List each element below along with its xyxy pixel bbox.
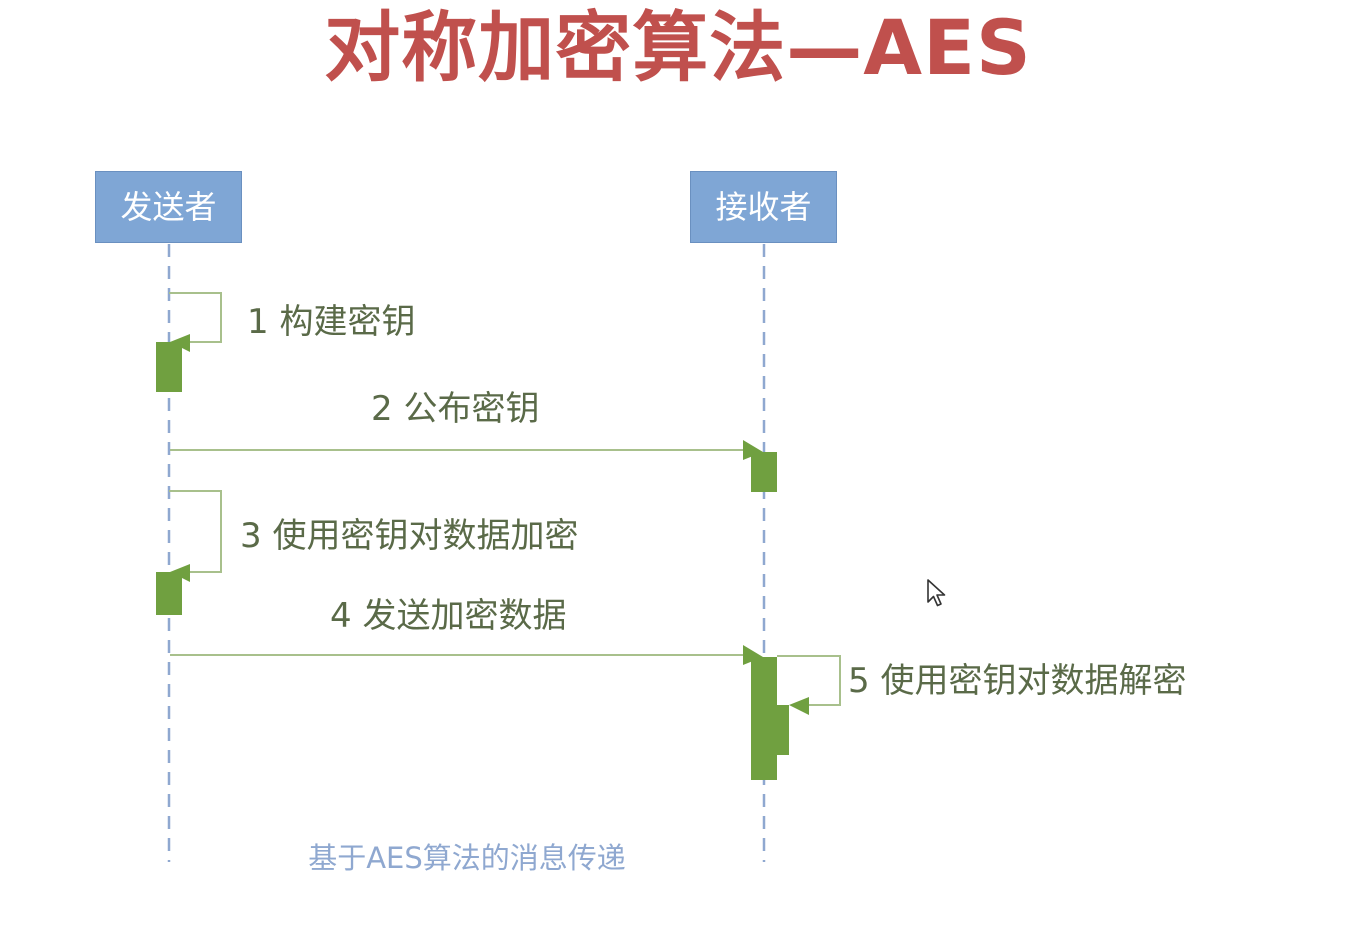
message-1-self-loop bbox=[169, 292, 222, 343]
message-5-self-loop bbox=[777, 655, 841, 706]
message-2-text: 公布密钥 bbox=[403, 389, 540, 429]
message-2-arrowhead bbox=[743, 440, 763, 460]
message-4-text: 发送加密数据 bbox=[362, 596, 567, 636]
receiver-activation-2 bbox=[751, 657, 777, 780]
message-4-arrowhead bbox=[743, 645, 763, 665]
message-2-number: 2 bbox=[371, 389, 393, 429]
message-5-number: 5 bbox=[848, 661, 870, 701]
message-3-self-loop bbox=[169, 490, 222, 573]
sender-activation-1 bbox=[156, 342, 182, 392]
diagram-caption: 基于AES算法的消息传递 bbox=[308, 841, 626, 875]
page-title: 对称加密算法—AES bbox=[324, 3, 1032, 92]
message-5-arrowhead bbox=[789, 697, 809, 715]
message-1-number: 1 bbox=[247, 302, 269, 342]
message-3-text: 使用密钥对数据加密 bbox=[272, 516, 579, 556]
receiver-nested-activation bbox=[777, 705, 789, 755]
actor-receiver: 接收者 bbox=[690, 171, 837, 243]
message-4-label: 4 发送加密数据 bbox=[330, 596, 566, 636]
message-1-label: 1 构建密钥 bbox=[247, 302, 415, 342]
message-3-label: 3 使用密钥对数据加密 bbox=[240, 516, 578, 556]
message-3-number: 3 bbox=[240, 516, 262, 556]
message-5-label: 5 使用密钥对数据解密 bbox=[848, 661, 1186, 701]
actor-sender: 发送者 bbox=[95, 171, 242, 243]
receiver-activation-1 bbox=[751, 452, 777, 492]
message-5-text: 使用密钥对数据解密 bbox=[880, 661, 1187, 701]
message-2-label: 2 公布密钥 bbox=[371, 389, 539, 429]
sender-activation-2 bbox=[156, 572, 182, 615]
message-4-number: 4 bbox=[330, 596, 352, 636]
mouse-pointer-icon bbox=[927, 579, 946, 607]
message-1-text: 构建密钥 bbox=[279, 302, 416, 342]
